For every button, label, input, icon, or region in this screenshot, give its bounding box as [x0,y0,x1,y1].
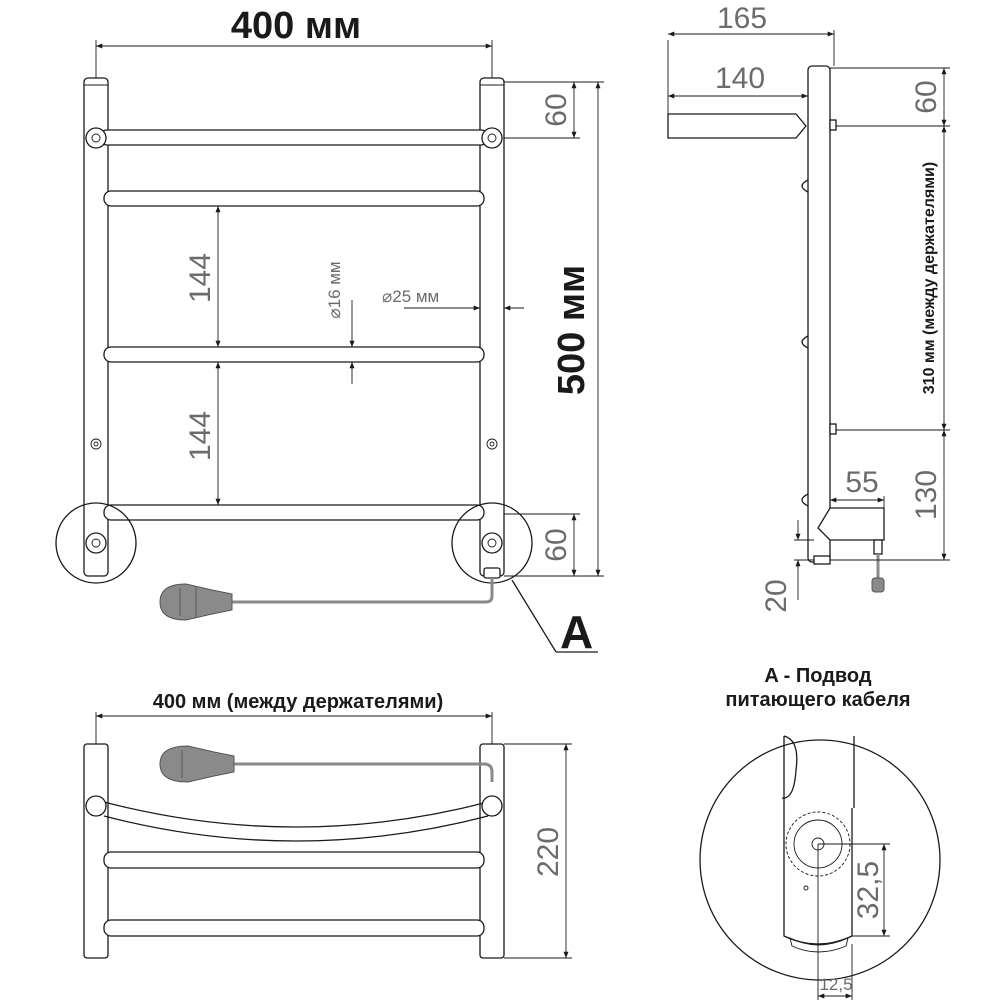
top-view: 400 мм (между держателями) 220 [83,691,572,959]
detail-title-line2: питающего кабеля [725,689,910,711]
detail-circle-left [55,502,137,584]
side-depth-total: 165 [717,2,767,35]
bar-1 [99,129,489,146]
front-width-label: 400 мм [231,5,361,47]
front-bottom-gap: 60 [540,528,573,561]
power-cable [232,578,494,604]
detail-a: A - Подвод питающего кабеля 32,5 12,5 [699,665,941,1000]
right-post [479,77,505,577]
bar-4 [103,504,485,521]
callout-a-label: A [560,606,593,658]
top-curved-bar [103,801,489,828]
front-spacing-lower: 144 [184,411,217,461]
front-bar-diameter: ⌀16 мм [325,261,344,318]
side-top-offset: 60 [910,80,943,113]
side-bottom-offset: 130 [910,470,943,520]
front-height-label: 500 мм [551,265,593,395]
front-view: 400 мм A 60 [55,5,604,658]
side-mount-distance: 310 мм (между держателями) [921,162,938,394]
front-top-gap: 60 [540,93,573,126]
detail-title-line1: A - Подвод [764,665,871,687]
top-depth-label: 220 [532,827,565,877]
side-cable-offset: 55 [845,466,878,499]
front-spacing-upper: 144 [184,253,217,303]
side-shelf-arm [667,113,807,139]
detail-dim-vertical: 32,5 [852,861,885,919]
detail-dim-horizontal: 12,5 [819,975,852,994]
left-post [83,77,109,577]
detail-circle [699,739,941,981]
front-post-diameter: ⌀25 мм [382,287,439,306]
bar-2 [103,190,485,207]
side-view: 165 140 60 310 мм (между держателями) 13… [667,2,950,613]
side-floor-gap: 20 [760,579,793,612]
side-post [807,65,831,563]
top-width-label: 400 мм (между держателями) [153,691,444,713]
bar-3 [103,346,485,363]
side-depth-shelf: 140 [715,62,765,95]
